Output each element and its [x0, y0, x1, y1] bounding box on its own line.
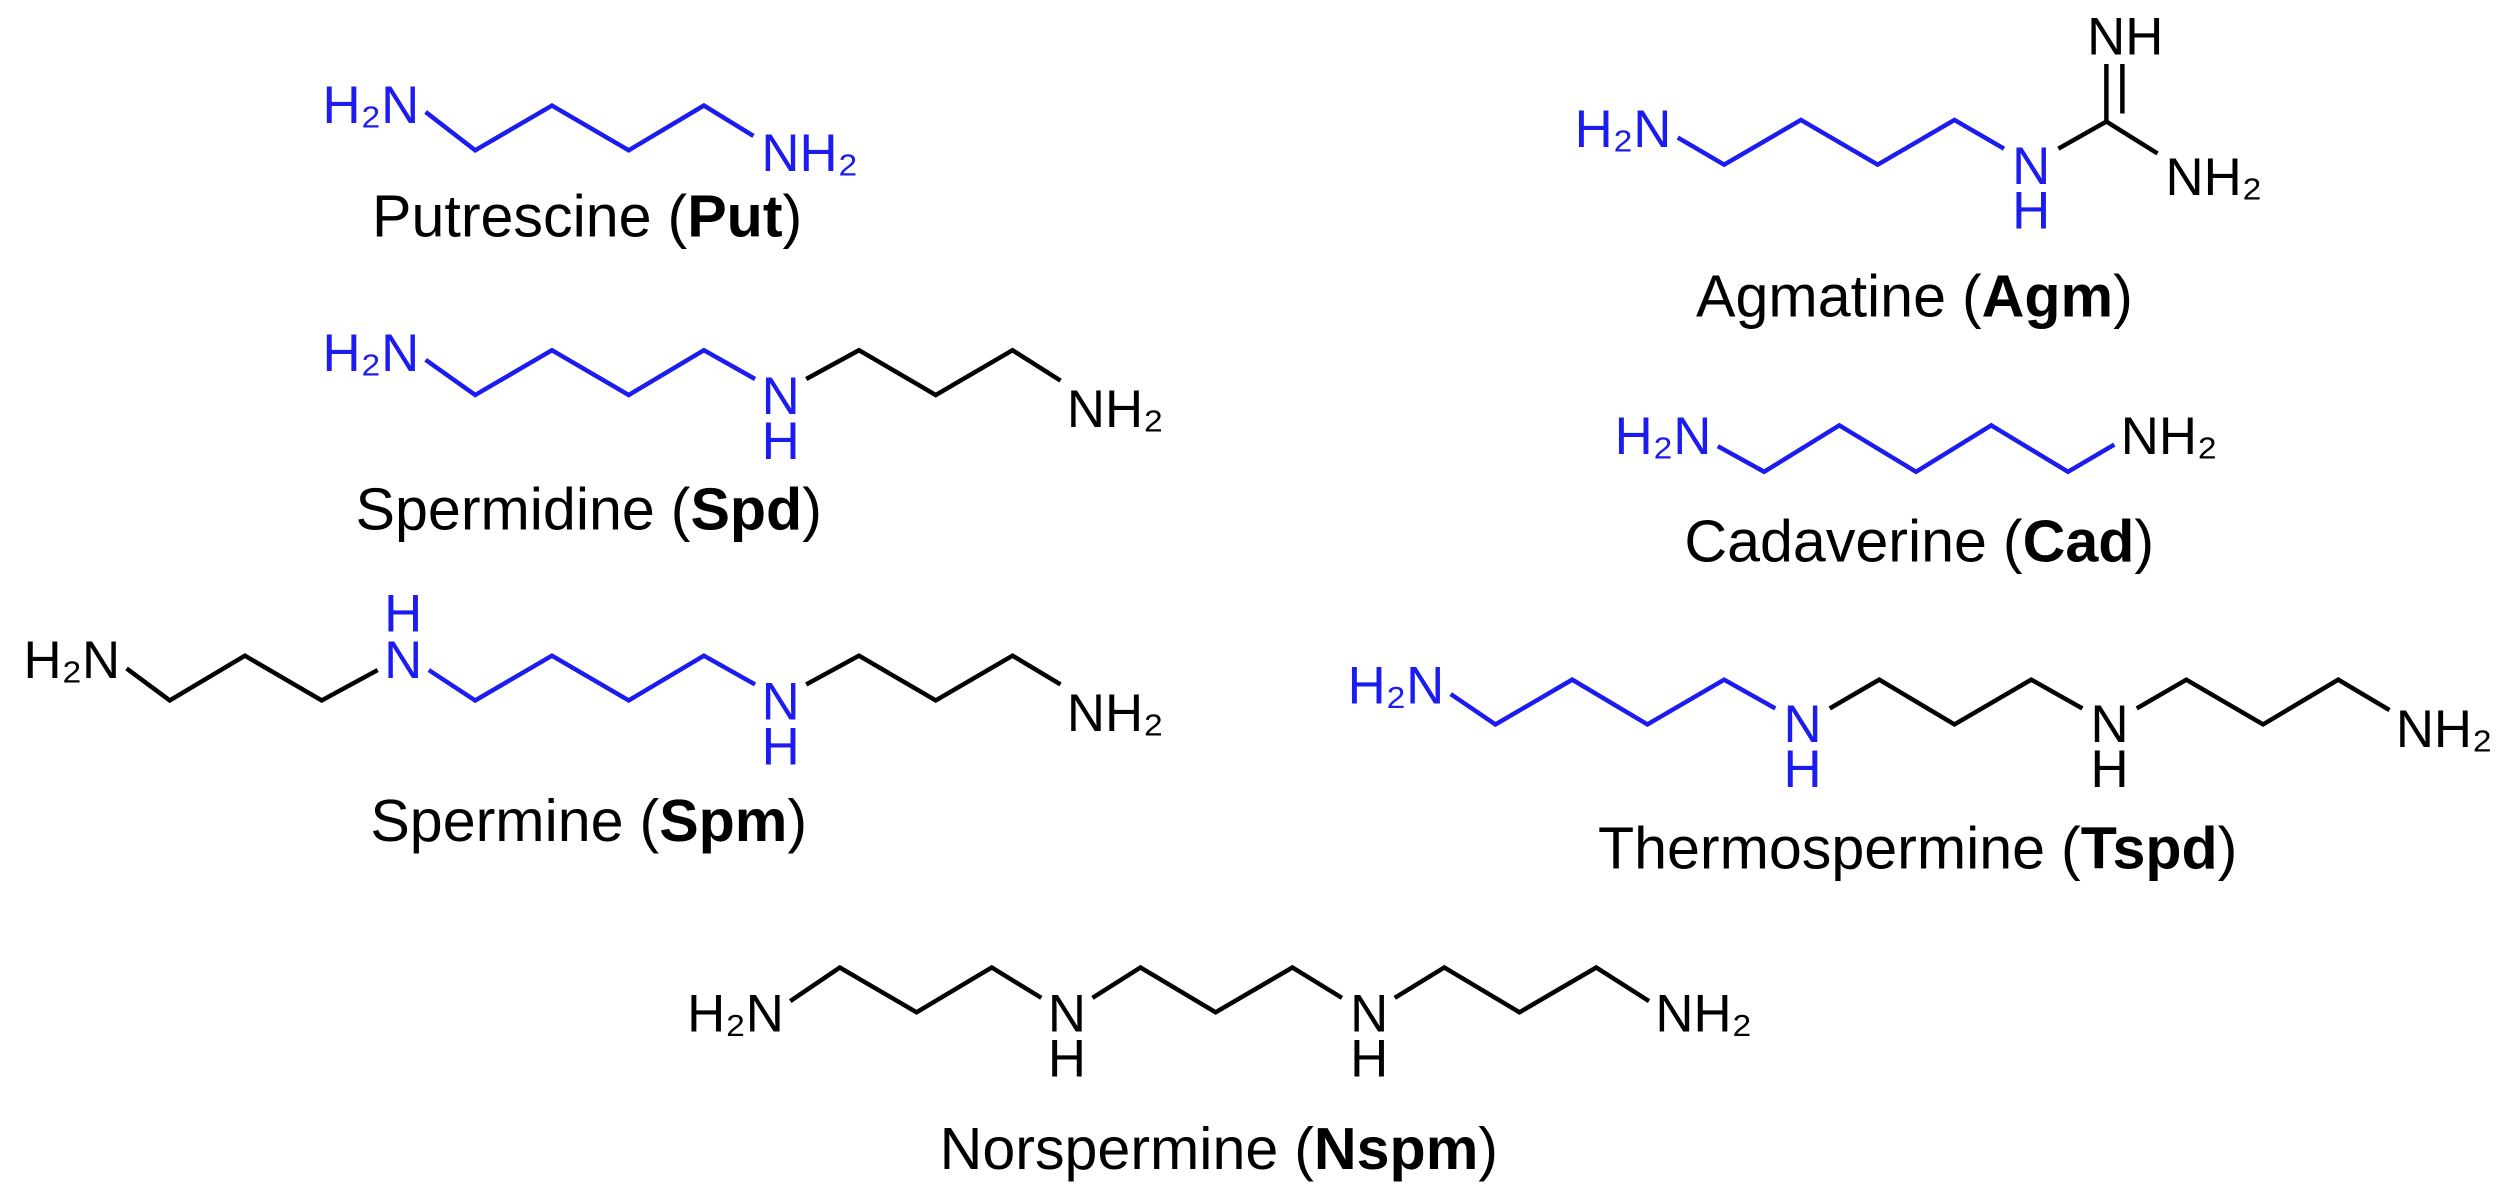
thermospermine-first-propylene-chain: [1828, 677, 2084, 728]
norspermine-abbreviation: Nspm: [1314, 1115, 1478, 1182]
thermospermine-abbreviation: Tspd: [2081, 814, 2218, 881]
cadaverine-left-amine-label: H₂N: [1615, 407, 1712, 466]
close-parenthesis: ): [2218, 814, 2238, 881]
open-parenthesis: (: [668, 183, 688, 250]
norspermine-right-amine-label: NH₂: [1655, 984, 1752, 1043]
cadaverine-name: Cadaverine: [1684, 507, 1987, 574]
thermospermine-first-secondary-nitrogen-label: N: [1783, 695, 1821, 754]
cadaverine-pentylene-chain: [1716, 422, 2116, 475]
close-parenthesis: ): [783, 183, 803, 250]
cadaverine-abbreviation: Cad: [2023, 507, 2135, 574]
agmatine-butylene-chain: [1676, 117, 2006, 168]
thermospermine-butylene-chain: [1449, 677, 1777, 728]
norspermine-first-secondary-nitrogen-label: N: [1048, 984, 1086, 1043]
spermidine-left-amine-label: H₂N: [323, 324, 420, 383]
spermidine-structure: H₂N N H NH₂ Spermidine(Spd): [323, 324, 1164, 542]
norspermine-first-propylene-chain: [788, 964, 1043, 1015]
open-parenthesis: (: [640, 787, 660, 854]
open-parenthesis: (: [2061, 814, 2081, 881]
close-parenthesis: ): [2134, 507, 2154, 574]
spermine-right-amine-label: NH₂: [1067, 684, 1164, 743]
putrescine-caption: Putrescine (Put): [372, 183, 802, 250]
agmatine-guanidine-single-bond: [2057, 119, 2108, 151]
agmatine-secondary-nitrogen-label: N: [2012, 137, 2050, 196]
putrescine-right-amine-label: NH₂: [761, 124, 858, 183]
spermidine-name: Spermidine: [356, 475, 655, 542]
thermospermine-caption: Thermospermine(Tspd): [1598, 814, 2237, 881]
spermidine-secondary-nitrogen-label: N: [762, 367, 800, 426]
putrescine-abbreviation: Put: [687, 183, 782, 250]
thermospermine-second-propylene-chain: [2135, 677, 2391, 728]
norspermine-third-propylene-chain: [1393, 964, 1651, 1015]
agmatine-imine-double-bond: [2104, 63, 2125, 122]
spermidine-right-amine-label: NH₂: [1067, 380, 1164, 439]
norspermine-left-amine-label: H₂N: [687, 984, 784, 1043]
thermospermine-right-amine-label: NH₂: [2396, 700, 2493, 759]
agmatine-caption: Agmatine(Agm): [1696, 263, 2133, 330]
agmatine-nitrogen-hydrogen-label: H: [2012, 182, 2050, 241]
thermospermine-left-amine-label: H₂N: [1348, 657, 1445, 716]
agmatine-structure: H₂N N H NH NH₂ Agmatine(Agm): [1575, 7, 2263, 329]
spermine-name: Spermine: [370, 787, 623, 854]
putrescine-name: Putrescine: [372, 183, 651, 250]
norspermine-first-nitrogen-hydrogen-label: H: [1048, 1029, 1086, 1088]
spermine-right-propylene-chain: [805, 653, 1062, 704]
spermine-structure: H₂N N H N H NH₂ Spermine (Spm): [23, 585, 1163, 854]
agmatine-amino-bond: [2105, 119, 2159, 156]
spermine-first-nitrogen-hydrogen-label: H: [384, 585, 422, 644]
cadaverine-caption: Cadaverine(Cad): [1684, 507, 2154, 574]
norspermine-second-secondary-nitrogen-label: N: [1350, 984, 1388, 1043]
thermospermine-structure: H₂N N H N H NH₂ Thermospermine(Tspd): [1348, 657, 2493, 882]
open-parenthesis: (: [2003, 507, 2023, 574]
thermospermine-first-nitrogen-hydrogen-label: H: [1783, 740, 1821, 799]
close-parenthesis: ): [2113, 263, 2133, 330]
norspermine-second-nitrogen-hydrogen-label: H: [1350, 1029, 1388, 1088]
spermidine-butylene-chain: [424, 347, 757, 398]
norspermine-name: Norspermine: [940, 1115, 1279, 1182]
spermine-first-secondary-nitrogen-label: N: [384, 631, 422, 690]
agmatine-right-amine-label: NH₂: [2166, 148, 2263, 207]
cadaverine-right-amine-label: NH₂: [2121, 407, 2218, 466]
close-parenthesis: ): [1478, 1115, 1498, 1182]
spermine-caption: Spermine (Spm): [370, 787, 807, 854]
close-parenthesis: ): [802, 475, 822, 542]
spermidine-caption: Spermidine(Spd): [356, 475, 822, 542]
thermospermine-second-secondary-nitrogen-label: N: [2091, 695, 2129, 754]
agmatine-left-amine-label: H₂N: [1575, 100, 1672, 159]
norspermine-second-propylene-chain: [1091, 964, 1344, 1015]
open-parenthesis: (: [1962, 263, 1982, 330]
close-parenthesis: ): [787, 787, 807, 854]
spermidine-nitrogen-hydrogen-label: H: [762, 412, 800, 471]
spermine-abbreviation: Spm: [659, 787, 787, 854]
agmatine-name: Agmatine: [1696, 263, 1946, 330]
spermine-left-amine-label: H₂N: [23, 631, 120, 690]
putrescine-butylene-chain: [424, 102, 755, 154]
spermine-second-nitrogen-hydrogen-label: H: [762, 717, 800, 776]
spermidine-abbreviation: Spd: [690, 475, 802, 542]
spermine-left-propylene-chain: [125, 653, 379, 704]
open-parenthesis: (: [1294, 1115, 1314, 1182]
thermospermine-second-nitrogen-hydrogen-label: H: [2091, 740, 2129, 799]
putrescine-left-amine-label: H₂N: [323, 76, 420, 135]
spermine-second-secondary-nitrogen-label: N: [762, 673, 800, 732]
open-parenthesis: (: [671, 475, 691, 542]
spermidine-propylene-chain: [805, 347, 1062, 398]
agmatine-abbreviation: Agm: [1982, 263, 2113, 330]
agmatine-imine-label: NH: [2087, 7, 2163, 66]
putrescine-structure: H₂N NH₂ Putrescine (Put): [323, 76, 859, 250]
norspermine-structure: H₂N N H N H NH₂ Norspermine(Nspm): [687, 964, 1752, 1182]
norspermine-caption: Norspermine(Nspm): [940, 1115, 1498, 1182]
thermospermine-name: Thermospermine: [1598, 814, 2045, 881]
spermine-butylene-chain: [427, 653, 757, 704]
cadaverine-structure: H₂N NH₂ Cadaverine(Cad): [1615, 407, 2218, 574]
